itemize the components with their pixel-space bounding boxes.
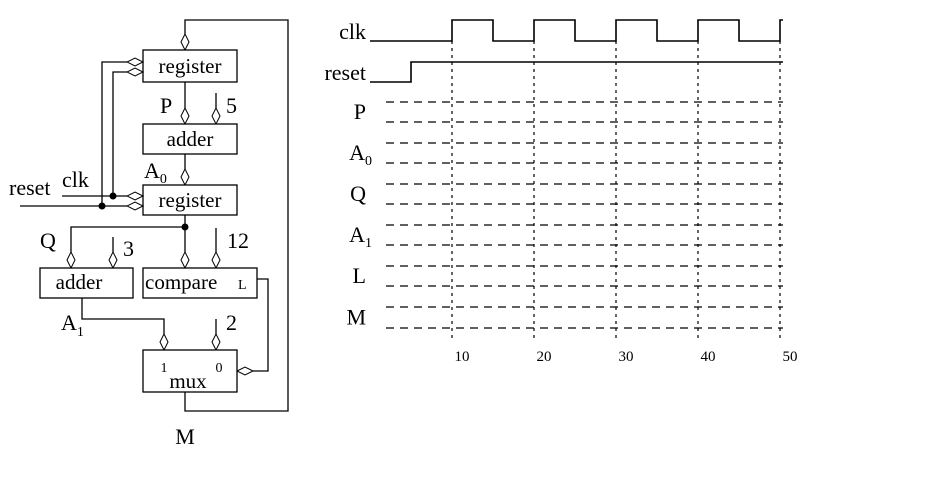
const-12-label: 12 — [227, 228, 249, 253]
timing-label-main: P — [354, 99, 366, 124]
compare-out-label: L — [238, 278, 247, 293]
signal-label-a1: A1 — [61, 310, 84, 340]
a0-sub: 0 — [160, 172, 167, 187]
adder-left-label: adder — [56, 270, 103, 294]
compare-q-arrow — [180, 250, 190, 270]
const-3-arrow — [108, 250, 118, 270]
timing-label-main: clk — [339, 19, 366, 44]
timing-label-sub: 1 — [365, 236, 372, 251]
feedback-wire — [184, 19, 289, 412]
adder-left-block — [39, 267, 134, 299]
register-mid-clk-arrow — [125, 191, 145, 201]
signal-label-p: P — [160, 93, 172, 118]
time-tick-label-30: 30 — [619, 349, 634, 365]
register-mid-label: register — [159, 188, 222, 212]
reset-waveform — [370, 61, 783, 83]
adder-top-label: adder — [167, 127, 214, 151]
a0-main: A — [144, 158, 160, 183]
a1-main: A — [61, 310, 77, 335]
timing-label-main: Q — [350, 181, 366, 206]
timing-label-main: A — [349, 140, 365, 165]
timing-label-main: reset — [324, 60, 366, 85]
circuit-schematic: register P 5 adder A0 register r — [9, 19, 289, 449]
reset-input-label: reset — [9, 175, 51, 200]
mux-in0-label: 0 — [216, 361, 223, 376]
clk-junction-dot — [109, 192, 117, 200]
timing-label-a0: A0 — [349, 140, 372, 169]
const-2-label: 2 — [226, 310, 237, 335]
q-junction-dot — [181, 223, 189, 231]
register-top-block — [142, 49, 238, 83]
timing-label-main: M — [346, 305, 366, 330]
mux-select-arrow — [235, 366, 255, 376]
timing-label-reset: reset — [324, 60, 366, 85]
const-5-arrow — [211, 106, 221, 126]
signal-label-m: M — [175, 424, 195, 449]
timing-label-main: L — [353, 263, 366, 288]
signal-label-q: Q — [40, 228, 56, 253]
timing-label-a1: A1 — [349, 222, 372, 251]
a1-wire — [81, 298, 165, 334]
const-3-label: 3 — [123, 236, 134, 261]
const-12-arrow — [211, 250, 221, 270]
timing-label-p: P — [354, 99, 366, 124]
a1-sub: 1 — [77, 325, 84, 340]
clk-wire-top — [112, 71, 127, 196]
time-tick-label-50: 50 — [783, 349, 798, 365]
adder-left-q-arrow — [66, 250, 76, 270]
const-2-arrow — [211, 332, 221, 352]
a0-arrow — [180, 167, 190, 187]
mux-in1-arrow — [159, 332, 169, 352]
register-top-clk-arrow — [125, 67, 145, 77]
reset-wire-top — [101, 61, 127, 206]
timing-label-q: Q — [350, 181, 366, 206]
reset-junction-dot — [98, 202, 106, 210]
time-tick-label-20: 20 — [537, 349, 552, 365]
clk-waveform — [370, 19, 783, 42]
timing-label-m: M — [346, 305, 366, 330]
adder-top-block — [142, 123, 238, 155]
timing-label-clk: clk — [339, 19, 366, 44]
mux-label: mux — [169, 369, 207, 393]
l-wire — [253, 278, 269, 372]
timing-label-sub: 0 — [365, 154, 372, 169]
time-tick-label-40: 40 — [701, 349, 716, 365]
mux-in1-label: 1 — [161, 361, 168, 376]
q-wire — [70, 215, 186, 252]
mux-block — [142, 349, 238, 393]
clk-input-label: clk — [62, 167, 89, 192]
register-mid-reset-arrow — [125, 201, 145, 211]
register-top-label: register — [159, 54, 222, 78]
register-top-reset-arrow — [125, 57, 145, 67]
timing-label-l: L — [353, 263, 366, 288]
p-arrow — [180, 106, 190, 126]
register-top-data-in-arrow — [180, 32, 190, 52]
register-mid-block — [142, 184, 238, 216]
compare-label: compare — [145, 270, 217, 294]
signal-label-a0: A0 — [144, 158, 167, 187]
time-tick-label-10: 10 — [455, 349, 470, 365]
const-5-label: 5 — [226, 93, 237, 118]
timing-label-main: A — [349, 222, 365, 247]
compare-block — [142, 267, 258, 299]
